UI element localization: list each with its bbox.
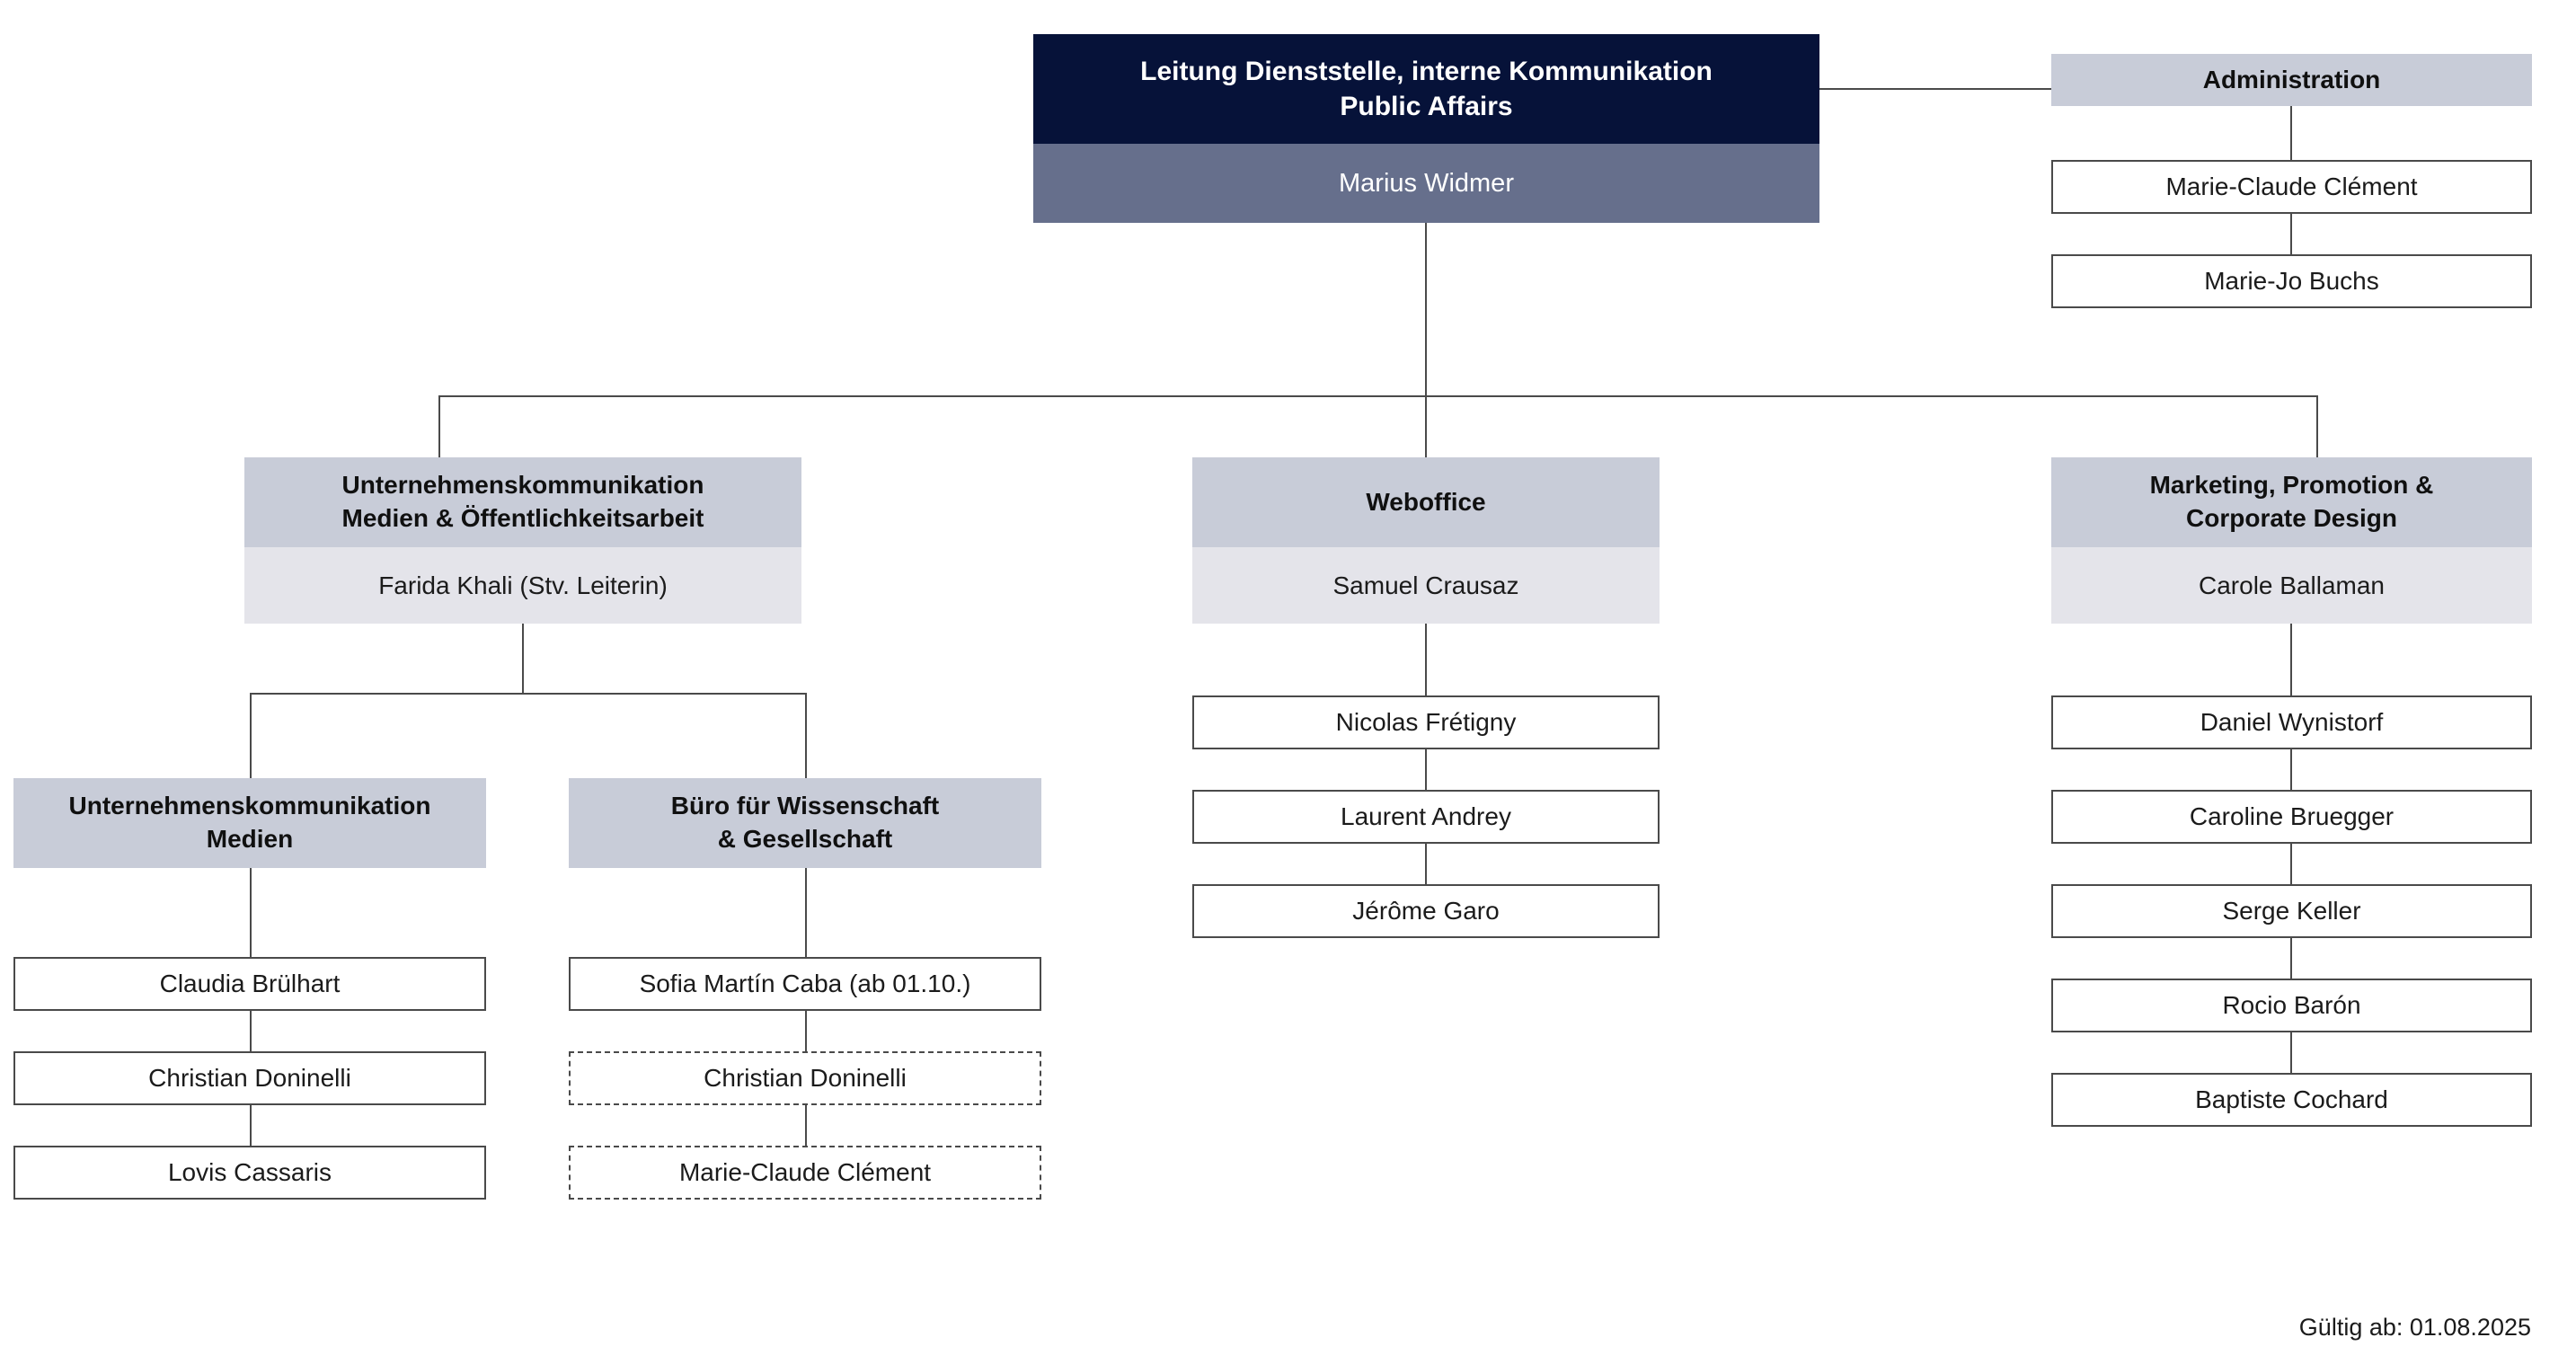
department-2-person-4: Baptiste Cochard [2051, 1073, 2532, 1127]
unit-0-header: Unternehmenskommunikation Medien [13, 778, 486, 868]
department-2-person-3: Rocio Barón [2051, 979, 2532, 1032]
connector-unit-1-chain-1 [805, 1060, 807, 1180]
connector-dept-2-chain-0 [2290, 695, 2292, 815]
connector-unit-0-chain-1 [250, 1060, 252, 1180]
connector-dept-2-chain-2 [2290, 884, 2292, 1004]
root-node-name: Marius Widmer [1033, 144, 1819, 223]
unit-1-person-0: Sofia Martín Caba (ab 01.10.) [569, 957, 1041, 1011]
unit-1-person-2: Marie-Claude Clément [569, 1146, 1041, 1200]
connector-dept-2-stem [2290, 624, 2292, 695]
department-0-name: Farida Khali (Stv. Leiterin) [244, 547, 801, 624]
validity-note: Gültig ab: 01.08.2025 [2298, 1314, 2531, 1341]
unit-1-title-line2: & Gesellschaft [717, 825, 893, 853]
administration-header: Administration [2051, 54, 2532, 106]
connector-unit-1-stem [805, 868, 807, 957]
connector-administration-chain [2290, 160, 2292, 279]
connector-dept-1-stem [1425, 624, 1427, 695]
root-title-line2: Public Affairs [1340, 92, 1513, 121]
connector-root-down [1425, 223, 1427, 396]
unit-0-title-line2: Medien [206, 825, 294, 853]
department-1-name: Samuel Crausaz [1192, 547, 1660, 624]
connector-dept-1-chain-1 [1425, 790, 1427, 909]
connector-dept-1-chain-0 [1425, 695, 1427, 815]
connector-dept-2-chain-1 [2290, 790, 2292, 909]
connector-unit-0-stem [250, 868, 252, 957]
connector-bus-to-dept-1 [1425, 395, 1427, 457]
connector-administration-stem [2290, 106, 2292, 160]
unit-0-person-1: Christian Doninelli [13, 1051, 486, 1105]
connector-dept-0-units-bus [250, 693, 807, 695]
unit-1-header: Büro für Wissenschaft & Gesellschaft [569, 778, 1041, 868]
department-2-header: Marketing, Promotion & Corporate Design [2051, 457, 2532, 547]
department-1-person-0: Nicolas Frétigny [1192, 695, 1660, 749]
department-2-person-1: Caroline Bruegger [2051, 790, 2532, 844]
connector-unit-1-chain-0 [805, 957, 807, 1076]
unit-0-person-0: Claudia Brülhart [13, 957, 486, 1011]
department-0-title-line2: Medien & Öffentlichkeitsarbeit [341, 504, 704, 532]
administration-person-1: Marie-Jo Buchs [2051, 254, 2532, 308]
department-2-person-0: Daniel Wynistorf [2051, 695, 2532, 749]
connector-dept-0-down [522, 624, 524, 694]
department-1-person-2: Jérôme Garo [1192, 884, 1660, 938]
unit-0-person-2: Lovis Cassaris [13, 1146, 486, 1200]
unit-0-title-line1: Unternehmenskommunikation [68, 792, 431, 820]
department-1-person-1: Laurent Andrey [1192, 790, 1660, 844]
department-2-person-2: Serge Keller [2051, 884, 2532, 938]
connector-dept-2-chain-3 [2290, 979, 2292, 1098]
unit-1-person-1: Christian Doninelli [569, 1051, 1041, 1105]
root-node-header: Leitung Dienststelle, interne Kommunikat… [1033, 34, 1819, 144]
department-0-header: Unternehmenskommunikation Medien & Öffen… [244, 457, 801, 547]
department-1-header: Weboffice [1192, 457, 1660, 547]
connector-unit-0-chain-0 [250, 957, 252, 1076]
unit-1-title-line1: Büro für Wissenschaft [670, 792, 940, 820]
connector-bus-to-unit-0 [250, 693, 252, 778]
department-2-title-line2: Corporate Design [2186, 504, 2397, 532]
administration-person-0: Marie-Claude Clément [2051, 160, 2532, 214]
department-2-title-line1: Marketing, Promotion & [2149, 471, 2434, 500]
connector-bus-to-dept-2 [2316, 395, 2318, 457]
root-title-line1: Leitung Dienststelle, interne Kommunikat… [1140, 57, 1713, 86]
connector-bus-to-unit-1 [805, 693, 807, 778]
connector-root-to-administration [1819, 88, 2051, 90]
connector-departments-bus [438, 395, 2318, 397]
department-0-title-line1: Unternehmenskommunikation [341, 471, 704, 500]
connector-bus-to-dept-0 [438, 395, 440, 457]
department-2-name: Carole Ballaman [2051, 547, 2532, 624]
